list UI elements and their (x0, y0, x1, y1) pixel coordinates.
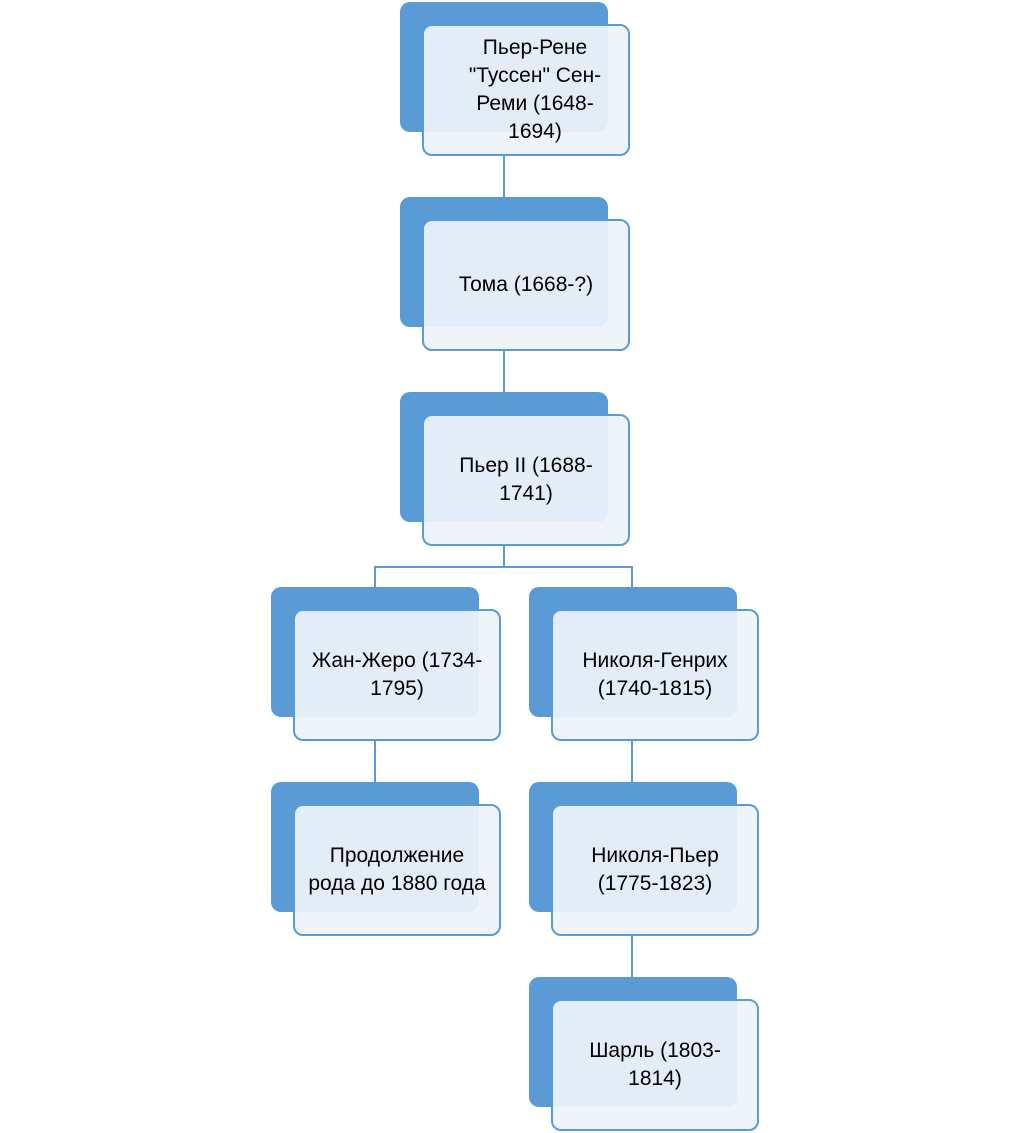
tree-node-pierre-ii: Пьер II (1688-1741) (400, 392, 630, 546)
connector-n3-children (374, 566, 633, 587)
node-box: Пьер-Рене "Туссен" Сен-Реми (1648-1694) (422, 24, 630, 156)
tree-node-lineage-continuation: Продолжение рода до 1880 года (271, 782, 501, 936)
node-label: Пьер-Рене "Туссен" Сен-Реми (1648-1694) (468, 36, 602, 143)
node-label: Николя-Пьер (1775-1823) (591, 844, 719, 895)
node-label: Продолжение рода до 1880 года (308, 844, 486, 895)
node-box: Тома (1668-?) (422, 219, 630, 351)
node-box: Продолжение рода до 1880 года (293, 804, 501, 936)
tree-node-charles: Шарль (1803-1814) (529, 977, 759, 1131)
tree-node-nicolas-pierre: Николя-Пьер (1775-1823) (529, 782, 759, 936)
tree-node-pierre-rene: Пьер-Рене "Туссен" Сен-Реми (1648-1694) (400, 2, 630, 156)
tree-node-toma: Тома (1668-?) (400, 197, 630, 351)
node-box: Николя-Пьер (1775-1823) (551, 804, 759, 936)
tree-node-nicolas-henri: Николя-Генрих (1740-1815) (529, 587, 759, 741)
node-label: Пьер II (1688-1741) (459, 454, 593, 505)
node-label: Жан-Жеро (1734-1795) (311, 649, 483, 700)
tree-node-jean-gerault: Жан-Жеро (1734-1795) (271, 587, 501, 741)
node-box: Шарль (1803-1814) (551, 999, 759, 1131)
node-box: Пьер II (1688-1741) (422, 414, 630, 546)
node-label: Николя-Генрих (1740-1815) (582, 649, 728, 700)
node-box: Жан-Жеро (1734-1795) (293, 609, 501, 741)
node-label: Шарль (1803-1814) (589, 1039, 721, 1090)
node-label: Тома (1668-?) (458, 273, 594, 296)
node-box: Николя-Генрих (1740-1815) (551, 609, 759, 741)
